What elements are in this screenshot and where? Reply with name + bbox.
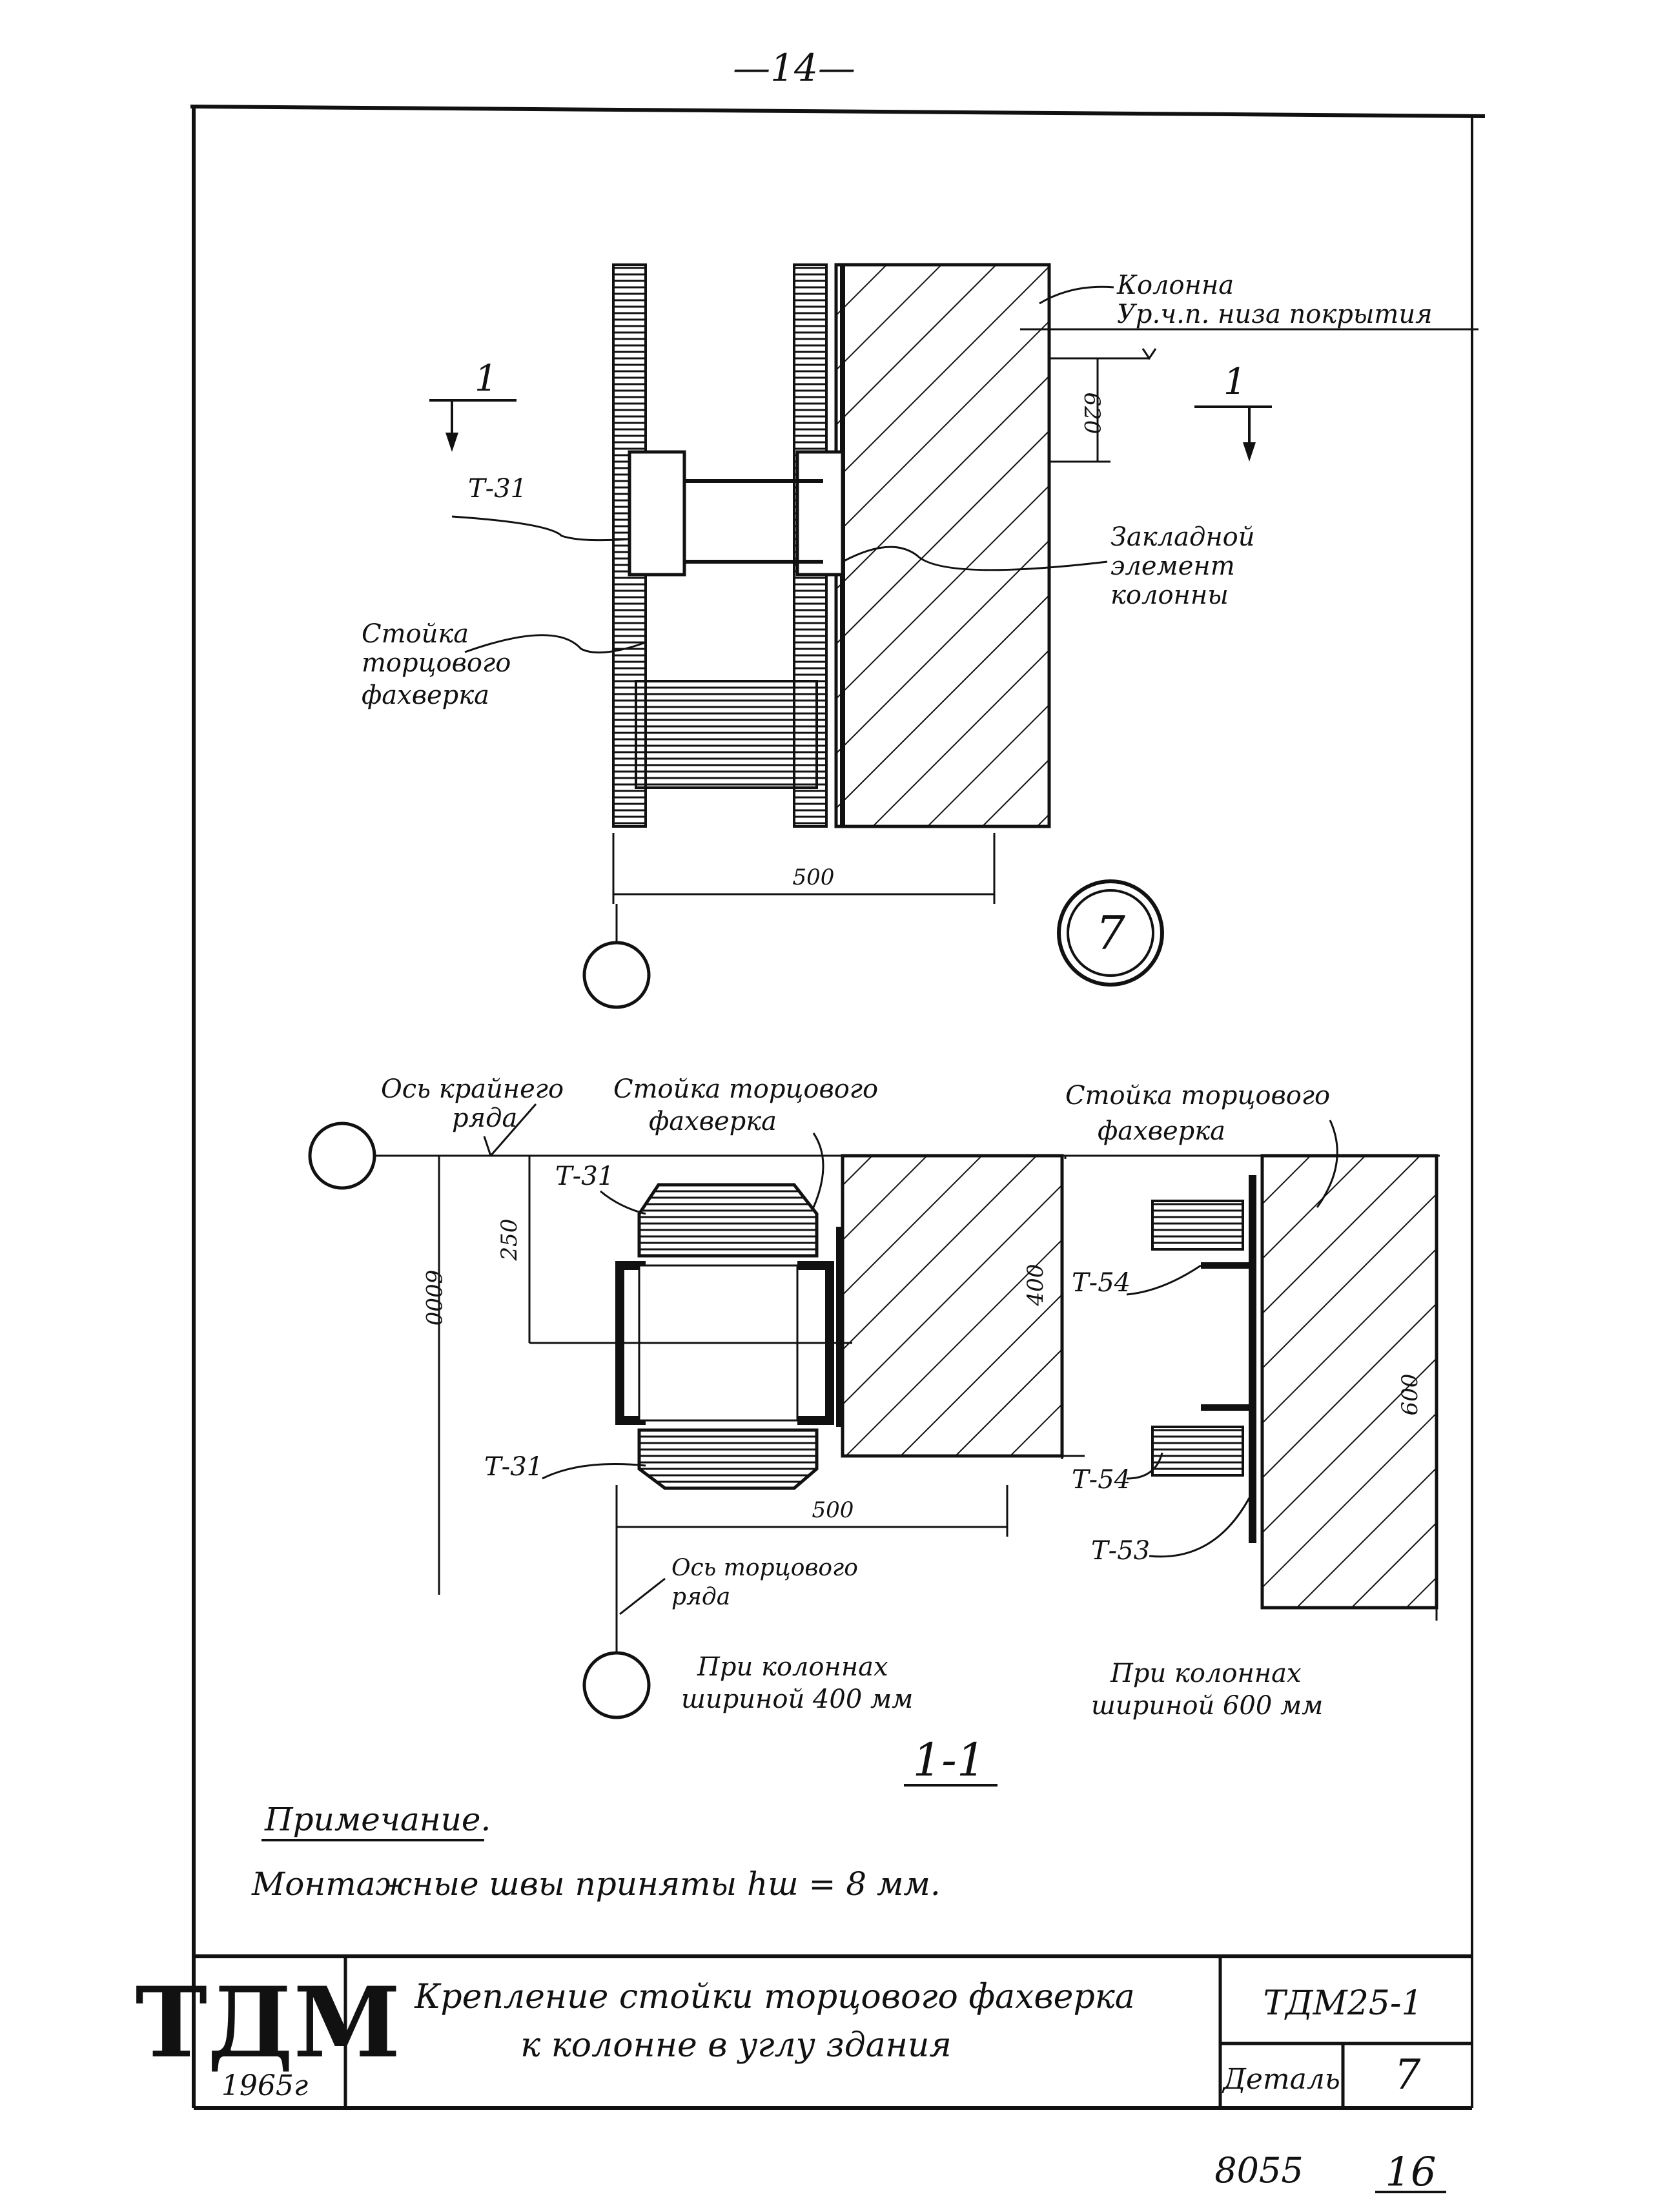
label-roof-level: Ур.ч.п. низа покрытия: [1117, 300, 1433, 329]
label-t31-top: Т-31: [468, 474, 527, 504]
dim-250: 250: [496, 1219, 522, 1262]
section-view: Ось крайнего ряда 250 6000 400 500 Ось т…: [308, 1074, 1440, 1787]
detail-value: 7: [1395, 2051, 1421, 2099]
footer-number: 8055: [1214, 2150, 1303, 2191]
flange-top-right: [1151, 1200, 1244, 1251]
section-label-1-1: 1-1: [913, 1734, 986, 1787]
label-t53: Т-53: [1091, 1536, 1150, 1566]
column-body: [834, 263, 1051, 828]
svg-text:1: 1: [475, 358, 498, 400]
top-view: 620 500 7 1 1 Колонна Ур.ч.п. низа покры…: [362, 263, 1478, 1009]
caption-600-2: шириной 600 мм: [1091, 1691, 1323, 1721]
label-post-right-2: фахверка: [1098, 1116, 1225, 1146]
page-number: —14—: [733, 46, 855, 90]
flange-bottom-right: [1151, 1426, 1244, 1477]
column-600: [1260, 1154, 1438, 1610]
detail-label: Деталь: [1222, 2063, 1340, 2096]
dim-500-section: 500: [812, 1497, 854, 1523]
label-column: Колонна: [1116, 271, 1234, 300]
label-t31-section-bottom: Т-31: [484, 1452, 543, 1482]
sheet-frame: [190, 105, 1486, 2110]
label-axis-outer-2: ряда: [452, 1103, 517, 1133]
plate-embedded: [795, 450, 844, 577]
label-axis-outer-1: Ось крайнего: [381, 1074, 564, 1104]
caption-600-1: При колоннах: [1110, 1659, 1302, 1688]
note-text: Монтажные швы приняты hш = 8 мм.: [251, 1865, 941, 1903]
label-embedded-3: колонны: [1110, 580, 1229, 610]
label-post-1: Стойка: [362, 619, 469, 649]
label-post-right-1: Стойка торцового: [1065, 1081, 1330, 1111]
label-post-3: фахверка: [362, 681, 489, 710]
dim-620: 620: [1079, 393, 1105, 435]
label-t54-bottom: Т-54: [1072, 1465, 1131, 1495]
footer-page: 16: [1386, 2148, 1437, 2195]
axis-bubble-end: [582, 1651, 651, 1719]
title-block: ТДМ 1965г Крепление стойки торцового фах…: [135, 1954, 1472, 2108]
plate-t31: [628, 450, 686, 577]
title-line2: к колонне в углу здания: [520, 2026, 952, 2065]
label-embedded-2: элемент: [1110, 551, 1235, 581]
dim-400: 400: [1023, 1264, 1049, 1307]
section-mark-left: 1: [429, 358, 517, 452]
logo: ТДМ: [135, 1966, 400, 2080]
label-t54-top: Т-54: [1072, 1268, 1131, 1298]
section-mark-right: 1: [1194, 361, 1272, 462]
post-lower-block: [635, 680, 818, 789]
note-block: Примечание. Монтажные швы приняты hш = 8…: [251, 1801, 941, 1903]
dim-6000: 6000: [420, 1270, 446, 1326]
label-axis-end-1: Ось торцового: [671, 1555, 858, 1581]
detail-number: 7: [1096, 906, 1125, 960]
caption-400-2: шириной 400 мм: [681, 1685, 913, 1714]
axis-bubble-outer: [308, 1121, 376, 1190]
label-embedded-1: Закладной: [1110, 522, 1255, 552]
detail-circle: [1057, 879, 1164, 987]
title-line1: Крепление стойки торцового фахверка: [414, 1978, 1135, 2016]
dim-500-top: 500: [793, 865, 835, 890]
label-t31-section-top: Т-31: [555, 1162, 614, 1191]
caption-400-1: При колоннах: [697, 1652, 888, 1682]
axis-bubble-top: [582, 941, 651, 1009]
note-heading: Примечание.: [264, 1801, 491, 1838]
svg-text:1: 1: [1223, 361, 1247, 403]
plate-bottom-t31: [637, 1428, 819, 1490]
column-400: [841, 1154, 1064, 1458]
label-post-left-2: фахверка: [649, 1107, 777, 1136]
label-post-2: торцового: [362, 648, 511, 678]
label-axis-end-2: ряда: [671, 1584, 730, 1610]
plate-top-t31: [637, 1183, 819, 1258]
year: 1965г: [221, 2069, 308, 2102]
doc-code: ТДМ25-1: [1263, 1984, 1422, 2023]
label-post-left-1: Стойка торцового: [613, 1074, 878, 1104]
dim-600: 600: [1397, 1374, 1423, 1416]
